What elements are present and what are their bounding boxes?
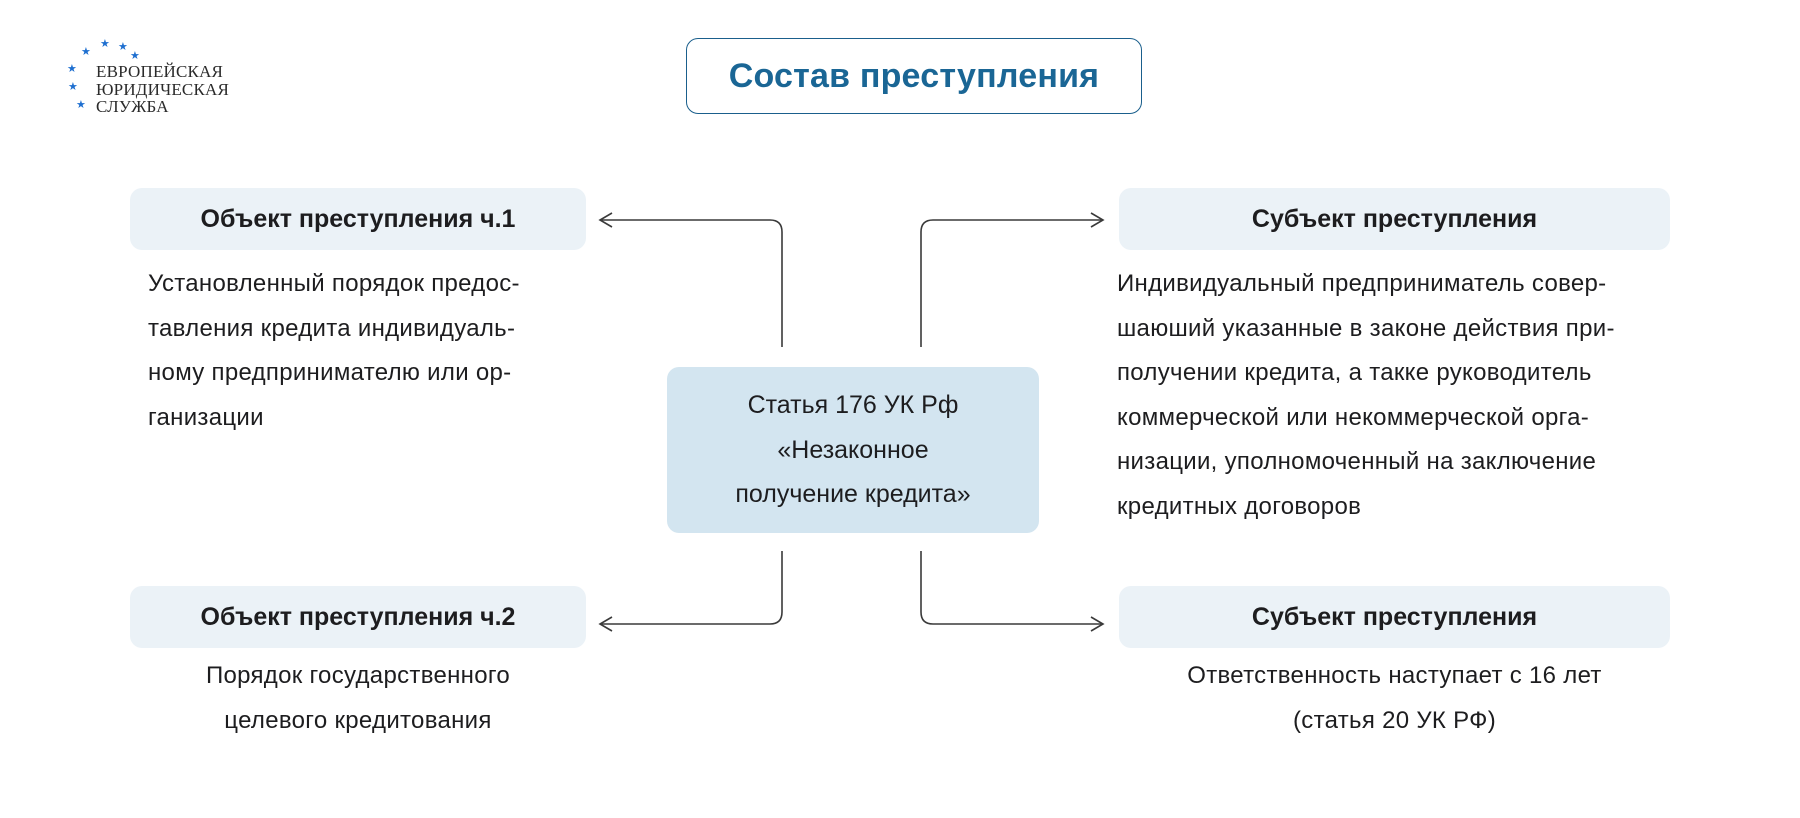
svg-text:★: ★ bbox=[130, 49, 140, 62]
text-line: коммерческой или некоммерческой орга- bbox=[1117, 403, 1590, 431]
text-line: получение кредита» bbox=[735, 480, 971, 509]
connector-to-subject1 bbox=[920, 219, 1103, 347]
text-line: ному предпринимателю или ор- bbox=[148, 359, 512, 386]
subject2-header: Субъект преступления bbox=[1119, 586, 1670, 648]
svg-text:★: ★ bbox=[68, 80, 78, 93]
svg-text:★: ★ bbox=[118, 40, 128, 53]
text-line: Статья 176 УК Рф bbox=[747, 391, 959, 420]
connector-to-object1 bbox=[600, 219, 783, 347]
text-line: низации, уполномоченный на заключение bbox=[1117, 448, 1597, 475]
svg-text:★: ★ bbox=[67, 62, 77, 75]
object2-description: Порядок государственного целевого кредит… bbox=[130, 654, 586, 743]
text-line: Установленный порядок предос- bbox=[148, 270, 520, 297]
center-article-text: Статья 176 УК Рф «Незаконное получение к… bbox=[703, 383, 1003, 517]
text-line: тавления кредита индивидуаль- bbox=[148, 314, 516, 342]
connector-to-object2 bbox=[600, 551, 783, 625]
arrowhead-object1 bbox=[598, 212, 613, 228]
text-line: Ответственность наступает с 16 лет bbox=[1187, 662, 1602, 689]
object2-header-label: Объект преступления ч.2 bbox=[200, 602, 516, 631]
text-line: Порядок государственного bbox=[205, 662, 511, 689]
center-article-box: Статья 176 УК Рф «Незаконное получение к… bbox=[667, 367, 1039, 533]
text-line: (статья 20 УК РФ) bbox=[1292, 706, 1497, 734]
text-line: целевого кредитования bbox=[224, 706, 492, 734]
subject2-header-label: Субъект преступления bbox=[1251, 602, 1538, 631]
object2-header: Объект преступления ч.2 bbox=[130, 586, 586, 648]
text-line: Индивидуальный предприниматель совер- bbox=[1117, 270, 1607, 297]
subject1-description: Индивидуальный предприниматель совер- ша… bbox=[1117, 262, 1670, 529]
text-line: шаюший указанные в законе действия при- bbox=[1117, 314, 1615, 342]
subject2-description: Ответственность наступает с 16 лет (стат… bbox=[1119, 654, 1670, 743]
svg-text:★: ★ bbox=[76, 98, 86, 111]
object1-description: Установленный порядок предос- тавления к… bbox=[148, 262, 566, 440]
diagram-title-text: Состав преступления bbox=[728, 56, 1100, 95]
arrowhead-object2 bbox=[598, 616, 613, 632]
connector-to-subject2 bbox=[920, 551, 1103, 625]
text-line: кредитных договоров bbox=[1117, 492, 1362, 520]
arrowhead-subject1 bbox=[1090, 212, 1105, 228]
logo: ★ ★ ★ ★ ★ ★ ★ ЕВРОПЕЙСКАЯ ЮРИДИЧЕСКАЯ СЛ… bbox=[62, 34, 252, 126]
text-line: получении кредита, а такке руководитель bbox=[1117, 359, 1592, 386]
arrowhead-subject2 bbox=[1090, 616, 1105, 632]
subject1-header: Субъект преступления bbox=[1119, 188, 1670, 250]
logo-stars-icon: ★ ★ ★ ★ ★ ★ ★ bbox=[67, 37, 140, 111]
svg-text:★: ★ bbox=[81, 45, 91, 58]
object1-header: Объект преступления ч.1 bbox=[130, 188, 586, 250]
diagram-title: Состав преступления bbox=[686, 38, 1142, 114]
object1-header-label: Объект преступления ч.1 bbox=[200, 204, 516, 233]
subject1-header-label: Субъект преступления bbox=[1251, 204, 1538, 233]
logo-text: ЕВРОПЕЙСКАЯ ЮРИДИЧЕСКАЯ СЛУЖБА bbox=[96, 62, 230, 116]
text-line: «Незаконное bbox=[777, 435, 929, 464]
svg-text:★: ★ bbox=[100, 37, 110, 50]
text-line: ганизации bbox=[148, 403, 264, 431]
